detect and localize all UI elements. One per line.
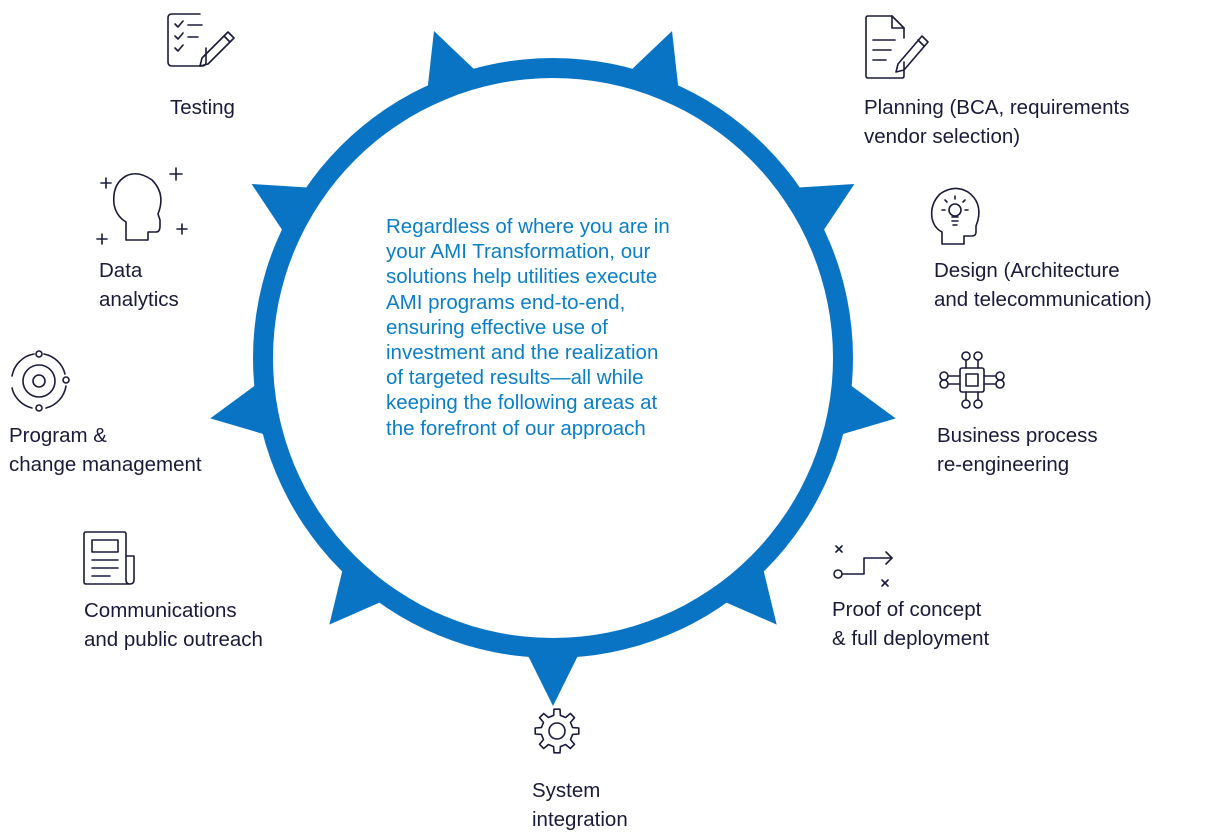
head-lightbulb-icon xyxy=(928,186,984,246)
ring-inner xyxy=(273,78,833,638)
node-label-testing: Testing xyxy=(170,96,235,119)
ring-arrow-point xyxy=(720,564,777,625)
node-label-business-process: Business process re-engineering xyxy=(937,424,1098,476)
ring-arrow-point xyxy=(210,381,270,436)
head-sparkles-icon xyxy=(96,164,188,246)
chip-network-icon xyxy=(936,350,1008,412)
center-description: Regardless of where you are in your AMI … xyxy=(386,215,670,440)
orbit-icon xyxy=(8,350,70,412)
checklist-pencil-icon xyxy=(166,12,240,68)
node-label-program-change: Program & change management xyxy=(9,424,202,476)
gears-icon xyxy=(525,700,589,762)
document-pencil-icon xyxy=(864,14,932,80)
ring-arrow-point xyxy=(525,650,581,706)
node-label-proof-of-concept: Proof of concept & full deployment xyxy=(832,598,990,650)
ring-arrow-point xyxy=(792,184,855,236)
ring-arrow-point xyxy=(627,30,679,93)
newspaper-icon xyxy=(82,530,146,586)
ring-arrow-point xyxy=(427,30,479,93)
ring-arrow-point xyxy=(836,381,896,436)
node-label-design: Design (Architecture and telecommunicati… xyxy=(934,259,1152,311)
ring-arrow-point xyxy=(329,564,386,625)
node-label-system-integration: System integration xyxy=(532,779,628,831)
route-icon xyxy=(832,544,898,590)
ring-arrow-point xyxy=(251,184,314,236)
node-label-communications: Communications and public outreach xyxy=(84,599,263,651)
node-label-data-analytics: Data analytics xyxy=(99,259,179,311)
node-label-planning: Planning (BCA, requirements vendor selec… xyxy=(864,96,1130,148)
